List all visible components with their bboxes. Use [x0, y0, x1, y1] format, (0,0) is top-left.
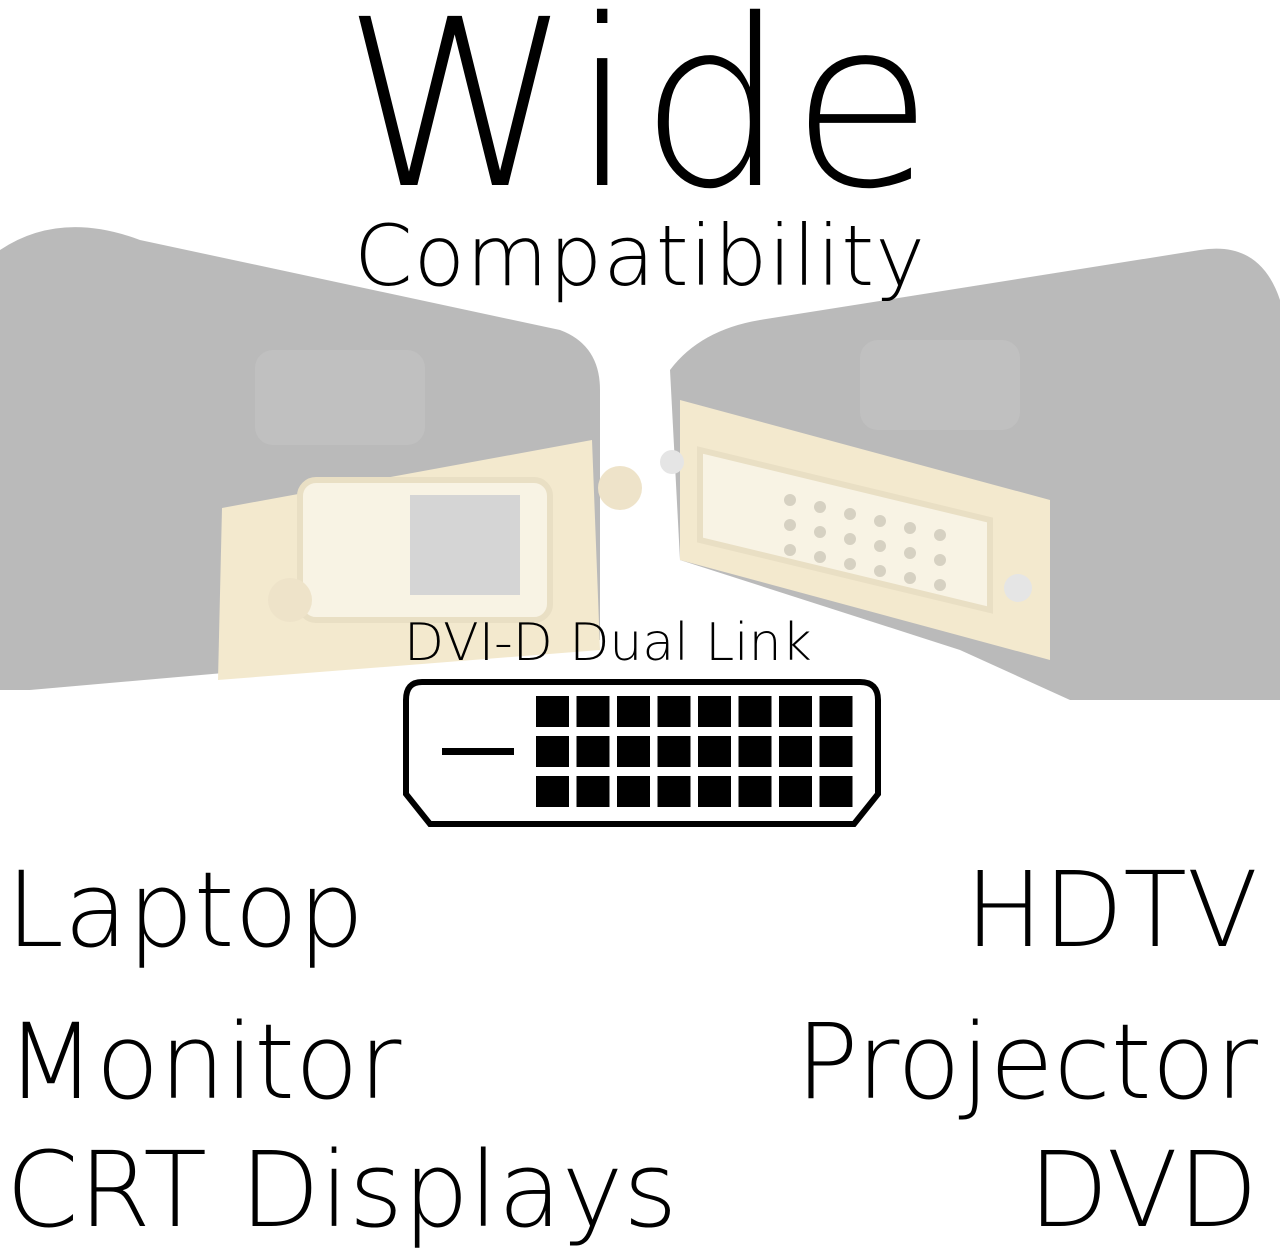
male-dvi-connector-image [660, 248, 1280, 700]
dvi-pin [819, 736, 853, 767]
title-wide: Wide [342, 0, 938, 240]
dvi-pin [617, 776, 650, 807]
dvi-pin [698, 736, 731, 767]
dvi-pin [576, 736, 610, 767]
dvi-pin [779, 736, 812, 767]
female-dvi-connector-image [0, 227, 642, 690]
title-compatibility: Compatibility [354, 207, 926, 305]
dvi-pin [738, 736, 772, 767]
dvi-d-dual-link-pin-icon [403, 679, 881, 827]
dvi-pin [617, 696, 650, 727]
connector-type-label: DVI-D Dual Link [404, 613, 812, 673]
device-crt-displays: CRT Displays [6, 1129, 678, 1251]
dvi-pin [617, 736, 650, 767]
dvi-pin [779, 696, 812, 727]
dvi-pin [657, 736, 691, 767]
dvi-pin-grid [536, 696, 853, 807]
device-hdtv: HDTV [965, 849, 1258, 971]
dvi-pin [738, 696, 772, 727]
dvi-flat-blade [442, 748, 514, 755]
dvi-pin [657, 696, 691, 727]
dvi-pin [819, 696, 853, 727]
dvi-pin [536, 736, 569, 767]
dvi-pin [698, 776, 731, 807]
dvi-pin [779, 776, 812, 807]
device-dvd: DVD [1028, 1129, 1258, 1251]
dvi-pin [536, 776, 569, 807]
dvi-pin [698, 696, 731, 727]
dvi-pin [576, 696, 610, 727]
dvi-pin [819, 776, 853, 807]
device-projector: Projector [795, 1001, 1258, 1123]
device-monitor: Monitor [6, 1001, 402, 1123]
dvi-pin [536, 696, 569, 727]
dvi-connectors-photo [0, 227, 1280, 700]
dvi-pin [738, 776, 772, 807]
device-laptop: Laptop [6, 849, 365, 971]
dvi-pin [576, 776, 610, 807]
dvi-pin [657, 776, 691, 807]
